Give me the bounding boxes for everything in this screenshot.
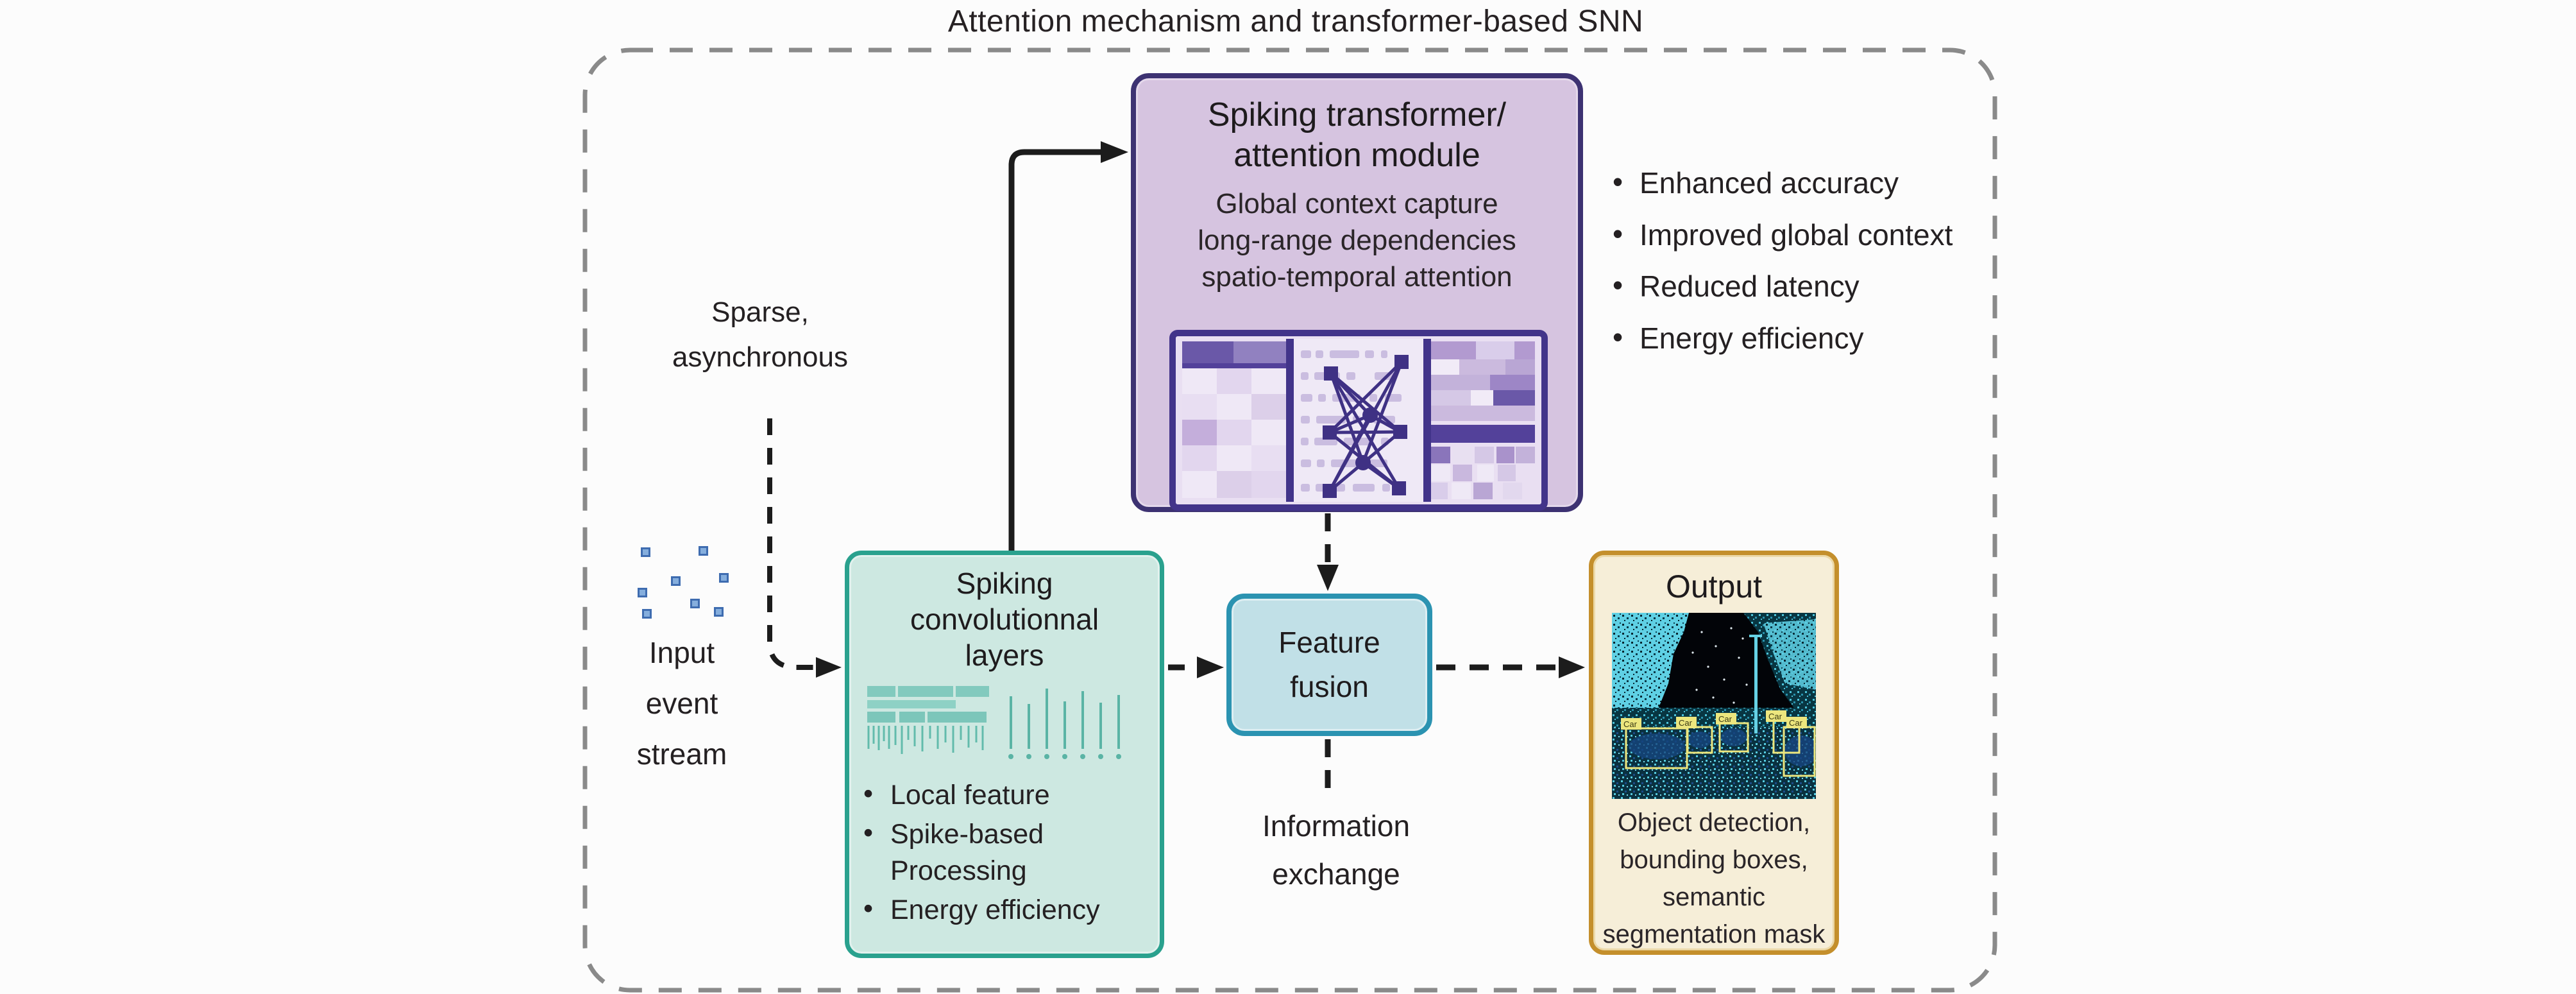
event-dot bbox=[719, 573, 729, 583]
transformer-desc-line1: Global context capture bbox=[1216, 187, 1498, 219]
benefit-item: Reduced latency bbox=[1611, 261, 1970, 311]
fusion-box-title: Feature fusion bbox=[1278, 621, 1380, 709]
information-exchange-label: Information exchange bbox=[1189, 802, 1484, 898]
conv-title-line1: Spiking bbox=[956, 567, 1053, 600]
transformer-title-line1: Spiking transformer/ bbox=[1207, 96, 1507, 133]
spike-raster-illustration bbox=[867, 686, 1121, 760]
arrowhead-conv-to-fusion bbox=[1197, 656, 1224, 678]
detection-label-tabs: Car Car Car Car Car bbox=[1621, 710, 1807, 730]
conv-bullet-item: Spike-based Processing bbox=[862, 815, 1144, 889]
conv-title-line3: layers bbox=[965, 638, 1044, 673]
conv-box-title: Spiking convolutionnal layers bbox=[849, 565, 1160, 673]
sparse-async-annotation: Sparse, asynchronous bbox=[600, 290, 920, 381]
arrowhead-conv-to-transformer bbox=[1101, 141, 1128, 163]
output-box-title: Output bbox=[1665, 569, 1763, 604]
input-label-line1: Input bbox=[648, 636, 715, 669]
attention-matrices-illustration bbox=[1169, 330, 1548, 511]
exchange-label-line1: Information bbox=[1262, 809, 1411, 843]
output-caption-line3: semantic bbox=[1662, 883, 1766, 911]
figure-title: Attention mechanism and transformer-base… bbox=[947, 4, 1644, 39]
output-caption: Object detection, bounding boxes, semant… bbox=[1593, 804, 1835, 953]
conv-bullet-item: Energy efficiency bbox=[862, 891, 1144, 929]
transformer-box-title: Spiking transformer/ attention module bbox=[1136, 95, 1578, 176]
event-dot bbox=[638, 588, 647, 597]
arrow-conv-to-transformer bbox=[1008, 149, 1101, 576]
detection-label: Car bbox=[1623, 719, 1638, 729]
event-scene-detection-image: Car Car Car Car Car bbox=[1612, 613, 1816, 799]
output-box: Output bbox=[1589, 551, 1839, 955]
arrowhead-fusion-to-output bbox=[1559, 656, 1585, 678]
transformer-box-description: Global context capture long-range depend… bbox=[1136, 185, 1578, 296]
benefits-list: Enhanced accuracy Improved global contex… bbox=[1611, 158, 1970, 366]
detection-label: Car bbox=[1789, 718, 1803, 728]
event-dot bbox=[642, 609, 652, 619]
arrow-input-to-conv bbox=[767, 418, 815, 670]
sparse-async-line2: asynchronous bbox=[672, 341, 848, 373]
transformer-desc-line3: spatio-temporal attention bbox=[1201, 261, 1513, 293]
benefit-item: Improved global context bbox=[1611, 210, 1970, 259]
exchange-label-line2: exchange bbox=[1272, 857, 1400, 891]
event-dot bbox=[690, 599, 700, 608]
attention-bars-right bbox=[1431, 341, 1535, 499]
detection-label: Car bbox=[1768, 712, 1783, 721]
event-dot bbox=[671, 576, 681, 586]
arrowhead-transformer-to-fusion bbox=[1317, 565, 1339, 591]
sparse-async-line1: Sparse, bbox=[711, 296, 809, 328]
event-dot bbox=[641, 547, 650, 557]
attention-heatmap-left bbox=[1182, 341, 1286, 498]
output-caption-line4: segmentation mask bbox=[1602, 920, 1826, 948]
transformer-title-line2: attention module bbox=[1233, 137, 1480, 175]
transformer-desc-line2: long-range dependencies bbox=[1198, 225, 1516, 257]
conv-title-line2: convolutionnal bbox=[910, 603, 1099, 637]
event-dot bbox=[699, 546, 708, 556]
benefit-item: Enhanced accuracy bbox=[1611, 158, 1970, 207]
detection-label: Car bbox=[1718, 714, 1733, 724]
benefit-item: Energy efficiency bbox=[1611, 313, 1970, 363]
fusion-title-line1: Feature bbox=[1278, 626, 1380, 659]
input-label-line2: event bbox=[645, 687, 718, 721]
input-event-stream-label: Input event stream bbox=[605, 628, 759, 780]
spiking-conv-box: Spiking convolutionnal layers bbox=[845, 551, 1164, 958]
transformer-attention-box: Spiking transformer/ attention module Gl… bbox=[1131, 73, 1583, 512]
conv-bullets-list: Local feature Spike-based Processing Ene… bbox=[862, 776, 1144, 929]
output-caption-line2: bounding boxes, bbox=[1620, 846, 1808, 874]
output-caption-line1: Object detection, bbox=[1617, 809, 1811, 837]
conv-bullet-item: Local feature bbox=[862, 776, 1144, 814]
input-label-line3: stream bbox=[636, 737, 727, 771]
detection-label: Car bbox=[1679, 718, 1693, 728]
fusion-title-line2: fusion bbox=[1290, 670, 1369, 703]
attention-graph-middle bbox=[1294, 339, 1423, 502]
arrowhead-input-to-conv bbox=[816, 657, 842, 678]
event-dot bbox=[714, 607, 724, 617]
feature-fusion-box: Feature fusion bbox=[1226, 594, 1432, 736]
